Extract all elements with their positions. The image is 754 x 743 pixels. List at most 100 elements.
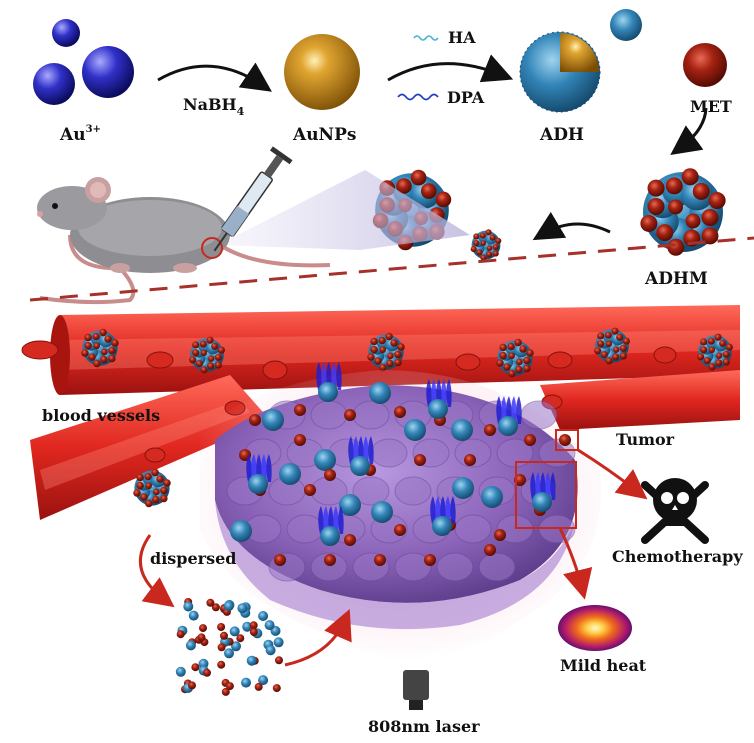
mild-heat-label: Mild heat (560, 656, 647, 675)
met-sphere (707, 337, 715, 345)
met-sphere (622, 337, 630, 345)
ha-coated-sphere (314, 449, 336, 471)
tumor-label: Tumor (616, 430, 675, 449)
mild-heat-thermal-image (558, 605, 632, 651)
met-sphere (93, 342, 100, 350)
met-sphere (101, 348, 108, 356)
met-sphere (514, 338, 522, 347)
met-sphere (304, 484, 316, 496)
met-sphere (144, 472, 152, 481)
dpa-wave-icon (397, 93, 439, 101)
met-sphere (136, 473, 144, 482)
met-sphere (523, 364, 531, 373)
met-sphere (516, 358, 523, 366)
met-sphere (200, 366, 208, 374)
ha-coated-sphere (223, 601, 234, 612)
met-sphere (249, 628, 258, 637)
met-sphere (156, 475, 164, 483)
flame-icon (246, 454, 272, 494)
met-label: MET (690, 97, 732, 116)
injection-arrow (532, 211, 611, 241)
nabh4-arrow (157, 62, 272, 92)
dispersed-label: dispersed (150, 549, 236, 568)
met-sphere (697, 353, 705, 361)
ha-coated-sphere (350, 456, 370, 476)
ha-coated-sphere (231, 641, 241, 652)
met-sphere (272, 684, 281, 693)
met-sphere (249, 621, 258, 630)
disperse-arrow (138, 534, 175, 608)
gold-nanoparticle (284, 34, 360, 110)
adhm-cluster (640, 168, 726, 256)
adhm-particle (640, 168, 726, 256)
met-sphere (249, 414, 261, 426)
ha-label: HA (448, 28, 476, 47)
chemotherapy-label: Chemotherapy (612, 547, 743, 566)
ha-coated-sphere (262, 409, 284, 431)
met-sphere (188, 681, 196, 690)
met-sphere (484, 544, 496, 556)
tumor-cell (394, 552, 432, 582)
zoom-box-heat (515, 461, 577, 529)
met-sphere (435, 191, 452, 208)
met-sphere (379, 346, 387, 354)
met-sphere (324, 469, 336, 481)
met-sphere (716, 352, 723, 359)
met-sphere (197, 633, 206, 642)
met-sphere (499, 351, 507, 360)
ha-coated-sphere (451, 419, 473, 441)
mouse-icon (37, 177, 331, 305)
met-sphere (211, 603, 220, 612)
met-sphere (499, 343, 507, 352)
met-sphere (84, 333, 92, 342)
met-sphere (100, 355, 108, 364)
ha-coated-sphere (241, 677, 251, 688)
met-sphere (508, 352, 515, 360)
met-sphere (81, 349, 89, 357)
tumor-cell (352, 400, 390, 430)
ha-coated-sphere (246, 655, 257, 666)
met-sphere (519, 345, 527, 353)
met-sphere (473, 239, 480, 247)
met-sphere (221, 687, 230, 696)
ha-coated-sphere (273, 637, 284, 648)
met-sphere (214, 353, 222, 361)
met-sphere (496, 359, 504, 367)
met-sphere (619, 344, 627, 352)
met-sphere (611, 327, 619, 335)
ha-coated-sphere (248, 474, 268, 494)
ha-coated-sphere (258, 675, 269, 686)
ha-wave-icon (413, 35, 439, 41)
met-sphere (370, 337, 378, 346)
tumor-cell (310, 552, 348, 582)
met-sphere (526, 349, 534, 357)
met-sphere (484, 424, 496, 436)
ha-coated-sphere (224, 648, 234, 659)
skull-crossbones-icon (641, 478, 709, 544)
met-sphere (344, 409, 356, 421)
tumor-cell (268, 552, 306, 582)
met-sphere (217, 346, 225, 354)
met-sphere (503, 363, 511, 371)
met-sphere (476, 249, 483, 256)
ha-coated-sphere (229, 626, 240, 637)
met-sphere (207, 362, 215, 370)
met-sphere (145, 482, 152, 490)
adhm-particle (133, 468, 171, 508)
flame-icon (318, 506, 344, 546)
met-sphere (479, 232, 486, 239)
met-sphere (99, 328, 107, 337)
met-sphere (153, 488, 160, 496)
met-particle (683, 43, 727, 87)
ha-coated-sphere (242, 621, 253, 632)
met-sphere (136, 481, 144, 490)
met-sphere (254, 682, 263, 691)
met-sphere (667, 238, 685, 256)
adh-label: ADH (539, 125, 584, 145)
met-sphere (410, 169, 427, 186)
tumor-cell (454, 514, 492, 544)
ha-coated-sphere (264, 620, 275, 631)
met-sphere (367, 353, 375, 361)
met-sphere (195, 360, 203, 368)
met-sphere (104, 335, 112, 343)
